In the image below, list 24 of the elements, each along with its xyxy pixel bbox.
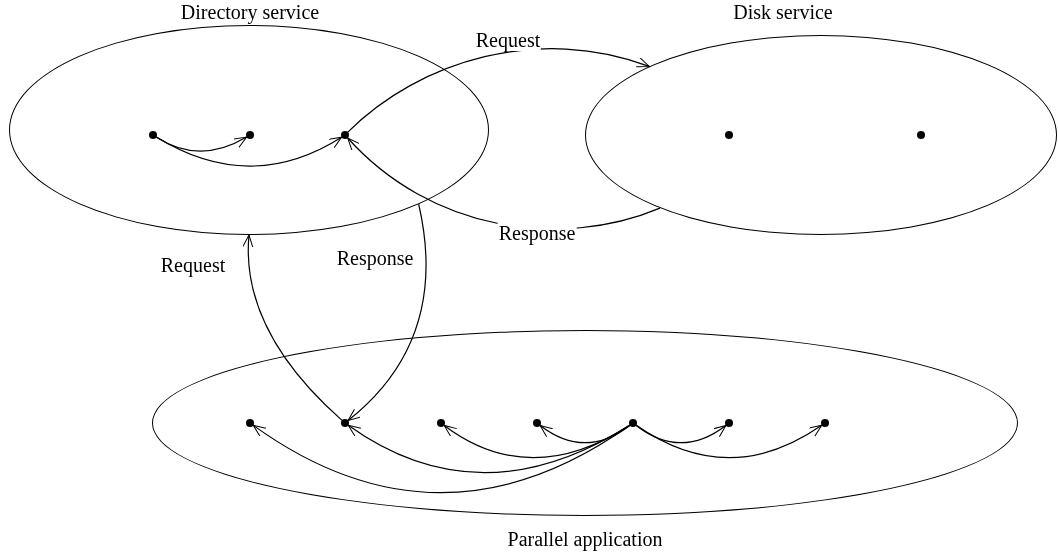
region-title: Parallel application: [507, 527, 663, 551]
region-title: Disk service: [733, 0, 833, 24]
arrow: [539, 424, 631, 444]
arrow: [347, 203, 427, 422]
region-title: Directory service: [180, 0, 320, 24]
process-dot: [246, 131, 254, 139]
arrow: [347, 48, 650, 133]
arrow: [155, 136, 343, 167]
process-dot: [629, 419, 637, 427]
arrow: [635, 424, 823, 459]
edge-label: Response: [497, 222, 577, 244]
process-dot: [821, 419, 829, 427]
process-dot: [533, 419, 541, 427]
arrow: [443, 424, 631, 459]
process-dot: [246, 419, 254, 427]
arrow: [242, 234, 343, 421]
process-dot: [437, 419, 445, 427]
process-dot: [725, 419, 733, 427]
process-dot: [341, 131, 349, 139]
process-dot: [149, 131, 157, 139]
process-dot: [725, 131, 733, 139]
process-dot: [917, 131, 925, 139]
arrow: [635, 424, 727, 444]
process-dot: [341, 419, 349, 427]
